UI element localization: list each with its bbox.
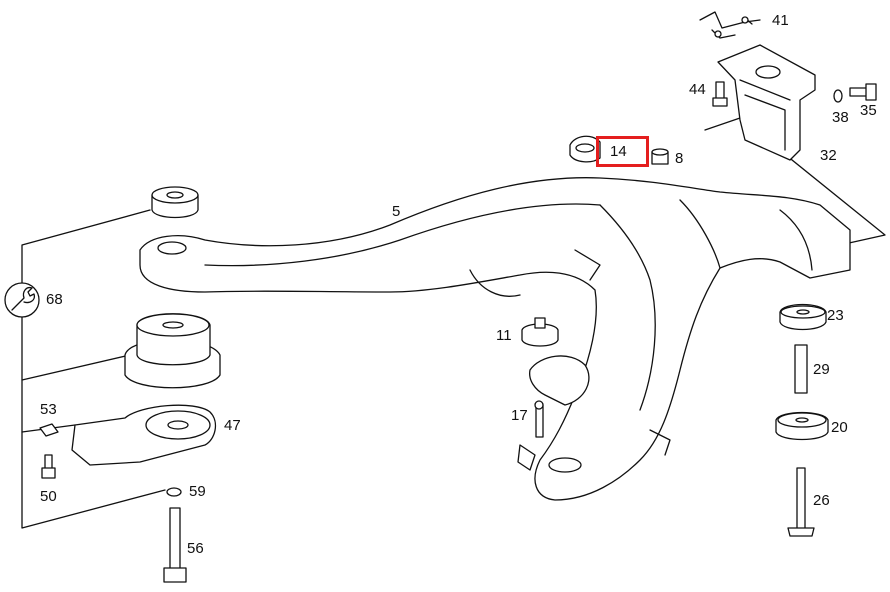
part-26-bolt xyxy=(787,467,815,537)
callout-50: 50 xyxy=(40,488,57,505)
callout-11: 11 xyxy=(496,327,512,344)
kit-bracket-left xyxy=(21,209,166,529)
part-38-washer xyxy=(833,89,843,103)
part-23-bushing xyxy=(779,303,827,331)
callout-29: 29 xyxy=(813,361,830,378)
callout-38: 38 xyxy=(832,109,849,126)
callout-23: 23 xyxy=(827,307,844,324)
highlight-box-14 xyxy=(596,136,649,167)
callout-41: 41 xyxy=(772,12,789,29)
callout-56: 56 xyxy=(187,540,204,557)
part-14-bushing xyxy=(569,135,601,163)
part-50-bolt xyxy=(41,454,56,479)
wrench-icon xyxy=(4,282,40,318)
part-44-bolt xyxy=(712,81,728,107)
callout-53: 53 xyxy=(40,401,57,418)
callout-5: 5 xyxy=(392,203,401,220)
part-large-mount xyxy=(124,313,221,389)
part-17-pin xyxy=(534,400,544,438)
subframe-crossmember xyxy=(139,177,851,501)
part-hub xyxy=(529,355,590,406)
callout-20: 20 xyxy=(831,419,848,436)
part-29-sleeve xyxy=(794,344,808,394)
part-20-bushing xyxy=(775,411,829,441)
callout-8: 8 xyxy=(675,150,684,167)
part-56-long-bolt xyxy=(163,507,187,583)
callout-59: 59 xyxy=(189,483,206,500)
part-47-mount-plate xyxy=(71,404,217,466)
part-41-clip xyxy=(699,11,761,39)
part-35-bolt xyxy=(849,83,877,101)
callout-32: 32 xyxy=(820,147,837,164)
part-32-mount-bracket xyxy=(717,44,816,161)
callout-17: 17 xyxy=(511,407,528,424)
callout-47: 47 xyxy=(224,417,241,434)
part-11-bushing xyxy=(521,317,559,347)
callout-68: 68 xyxy=(46,291,63,308)
part-8-nut xyxy=(651,148,669,165)
callout-35: 35 xyxy=(860,102,877,119)
callout-44: 44 xyxy=(689,81,706,98)
callout-26: 26 xyxy=(813,492,830,509)
callout-14[interactable]: 14 xyxy=(610,143,627,160)
part-53-clip xyxy=(39,423,59,437)
part-68-bushing xyxy=(151,186,199,219)
part-59-washer xyxy=(166,487,182,497)
assembly-leader-right xyxy=(704,117,886,246)
